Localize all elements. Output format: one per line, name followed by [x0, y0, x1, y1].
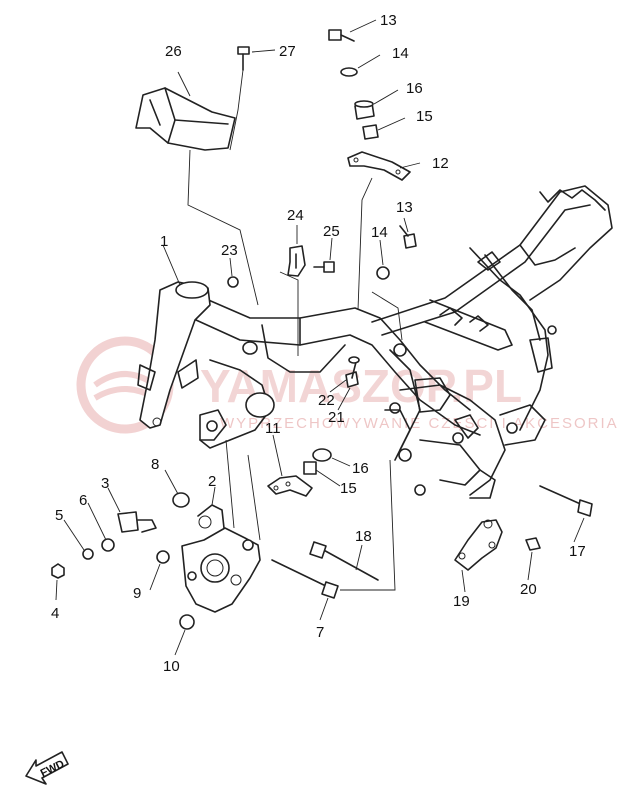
callout-4: 4	[51, 605, 59, 622]
long-bolt-part-18	[309, 541, 379, 581]
nut-part-8	[172, 492, 190, 508]
callout-15-low: 15	[340, 480, 357, 497]
callout-10: 10	[163, 658, 180, 675]
callout-24: 24	[287, 207, 304, 224]
callout-16-top: 16	[406, 80, 423, 97]
bracket-part-19	[454, 519, 503, 571]
bracket-part-11	[267, 475, 313, 497]
callout-20: 20	[520, 581, 537, 598]
bolt-part-13-right	[399, 225, 417, 249]
leader-lines	[55, 19, 585, 656]
callout-11: 11	[265, 420, 281, 437]
callout-14-right: 14	[371, 224, 388, 241]
callout-3: 3	[101, 475, 109, 492]
collar-part-6	[101, 538, 115, 552]
nut-part-20	[525, 537, 541, 551]
collar-part-16-low	[312, 448, 332, 462]
callout-19: 19	[453, 593, 470, 610]
callout-13-top: 13	[380, 12, 397, 29]
callout-9: 9	[133, 585, 141, 602]
washer-part-14-top	[340, 67, 358, 77]
callout-numbers: 1 2 3 4 5 6 7 8 9 10 11 12 13 13 14 14 1…	[51, 12, 586, 675]
callout-8: 8	[151, 456, 159, 473]
callout-21: 21	[328, 409, 345, 426]
callout-14-top: 14	[392, 45, 409, 62]
callout-5: 5	[55, 507, 63, 524]
callout-18: 18	[355, 528, 372, 545]
collar-part-16-top	[354, 100, 375, 120]
bolt-part-25	[313, 261, 335, 273]
spacer-part-15-low	[303, 461, 317, 475]
callout-17: 17	[569, 543, 586, 560]
washer-part-14-right	[376, 266, 390, 280]
callout-1: 1	[160, 233, 168, 250]
callout-16-low: 16	[352, 460, 369, 477]
bolt-part-4	[51, 563, 65, 579]
bolt-part-21	[345, 361, 359, 388]
washer-part-22	[348, 356, 360, 364]
nut-part-10	[179, 614, 195, 630]
nut-part-23	[227, 276, 239, 288]
bracket-part-12	[347, 151, 411, 181]
bracket-part-3	[117, 511, 157, 533]
spacer-part-15-top	[362, 124, 379, 140]
callout-27: 27	[279, 43, 296, 60]
nut-part-9	[156, 550, 170, 564]
callout-22: 22	[318, 392, 335, 409]
washer-part-5	[82, 548, 94, 560]
callout-23: 23	[221, 242, 238, 259]
fwd-label: FWD	[39, 758, 67, 780]
callout-6: 6	[79, 492, 87, 509]
fwd-arrow-icon: FWD	[25, 751, 69, 785]
frame-cover-part	[135, 87, 236, 151]
engine-bracket-part-2	[181, 504, 261, 613]
callout-26: 26	[165, 43, 182, 60]
long-bolt-part-7	[271, 559, 339, 599]
clamp-part-24	[287, 245, 306, 277]
main-frame	[137, 185, 613, 499]
callout-13-right: 13	[396, 199, 413, 216]
callout-12: 12	[432, 155, 449, 172]
callout-25: 25	[323, 223, 340, 240]
callout-15-top: 15	[416, 108, 433, 125]
bolt-part-13-top	[328, 29, 355, 42]
callout-2: 2	[208, 473, 216, 490]
callout-7: 7	[316, 624, 324, 641]
bolt-part-27	[237, 46, 250, 71]
long-bolt-part-17	[539, 485, 593, 517]
